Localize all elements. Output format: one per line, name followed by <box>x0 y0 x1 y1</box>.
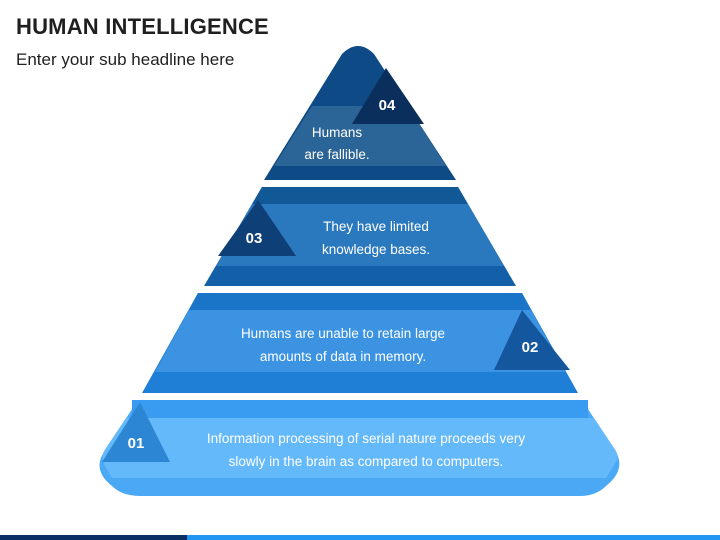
tier-3-number-tab <box>218 200 296 256</box>
page-subtitle: Enter your sub headline here <box>16 50 235 69</box>
tier-1-text-line-1: Information processing of serial nature … <box>207 431 525 446</box>
tier-2: 02 Humans are unable to retain large amo… <box>142 293 578 393</box>
tier-3-number: 03 <box>246 230 263 247</box>
tier-1: 01 Information processing of serial natu… <box>99 400 620 496</box>
tier-2-number-tab <box>494 310 570 370</box>
tier-2-text-line-1: Humans are unable to retain large <box>241 326 445 341</box>
tier-3-text-line-2: knowledge bases. <box>322 242 430 257</box>
tier-4-number: 04 <box>379 97 396 114</box>
tier-2-text-band <box>155 310 565 372</box>
tier-1-number-tab <box>102 402 170 462</box>
tier-3: 03 They have limited knowledge bases. <box>204 187 516 286</box>
footer-accent-bar <box>0 535 720 540</box>
tier-1-top-strip <box>132 400 588 418</box>
tier-3-top-strip <box>252 187 468 204</box>
tier-4-number-tab <box>352 68 424 124</box>
tier-1-text-band <box>102 418 618 478</box>
tier-4-text-line-2: are fallible. <box>304 147 369 162</box>
tier-4: 04 Humans are fallible. <box>264 46 456 180</box>
tier-4-text-line-1: Humans <box>312 125 363 140</box>
tier-2-top-strip <box>189 293 531 310</box>
tier-2-text-line-2: amounts of data in memory. <box>260 349 426 364</box>
tier-1-number: 01 <box>128 435 145 452</box>
tier-3-text-line-1: They have limited <box>323 219 429 234</box>
tier-2-number: 02 <box>522 339 539 356</box>
page-title: HUMAN INTELLIGENCE <box>16 14 269 39</box>
tier-1-text-line-2: slowly in the brain as compared to compu… <box>229 454 504 469</box>
